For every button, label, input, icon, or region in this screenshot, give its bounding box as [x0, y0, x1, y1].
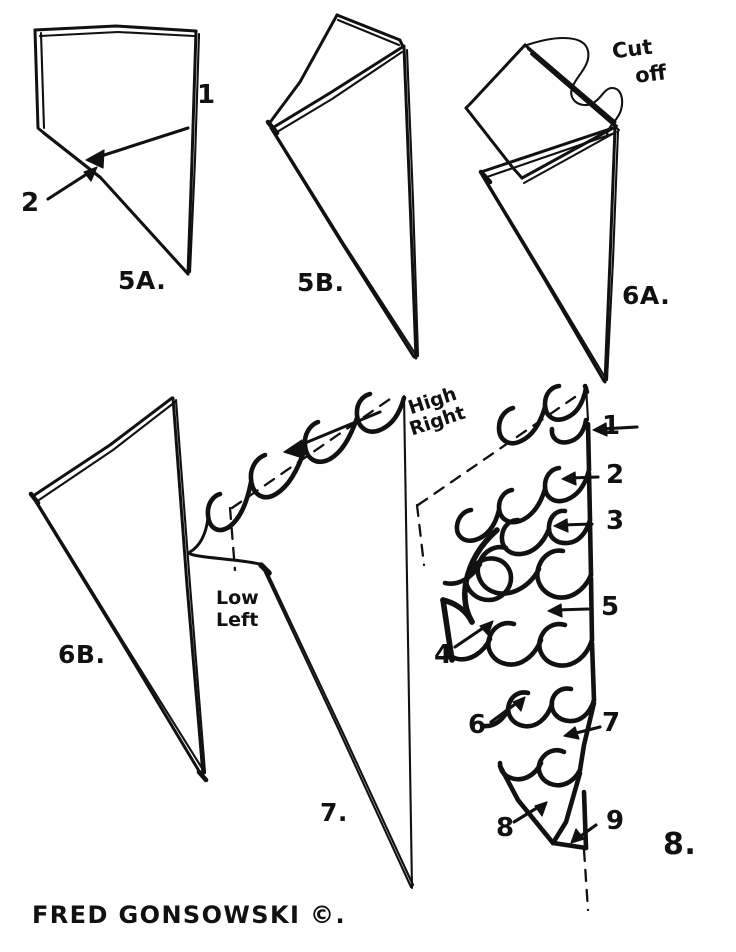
figure-8-shape	[440, 383, 597, 851]
figure-8-arrow-2	[561, 471, 600, 486]
figure-5a-shape	[33, 24, 201, 276]
figure-8-arrow-9	[570, 823, 598, 844]
figure-7-direction-arrow	[283, 410, 382, 459]
figure-8-arrow-3	[553, 518, 594, 533]
figure-8-arrow-4	[453, 620, 494, 649]
figure-7-shape	[188, 391, 415, 890]
cut-off-wavy-line	[525, 36, 624, 138]
figure-6a-shape	[464, 43, 621, 384]
figure-8-arrow-8	[512, 801, 548, 824]
figure-8-arrow-6	[489, 696, 526, 724]
figure-6b-shape	[28, 396, 209, 783]
figure-8-arrow-1	[592, 422, 639, 437]
figure-8-dashed-guides	[415, 395, 590, 912]
figure-5a-arrow-1	[85, 126, 190, 169]
figure-5a-arrow-2	[46, 166, 98, 201]
figure-5b-shape	[265, 13, 420, 360]
figure-8-arrow-7	[563, 725, 602, 740]
figure-8-arrow-5	[547, 603, 590, 618]
